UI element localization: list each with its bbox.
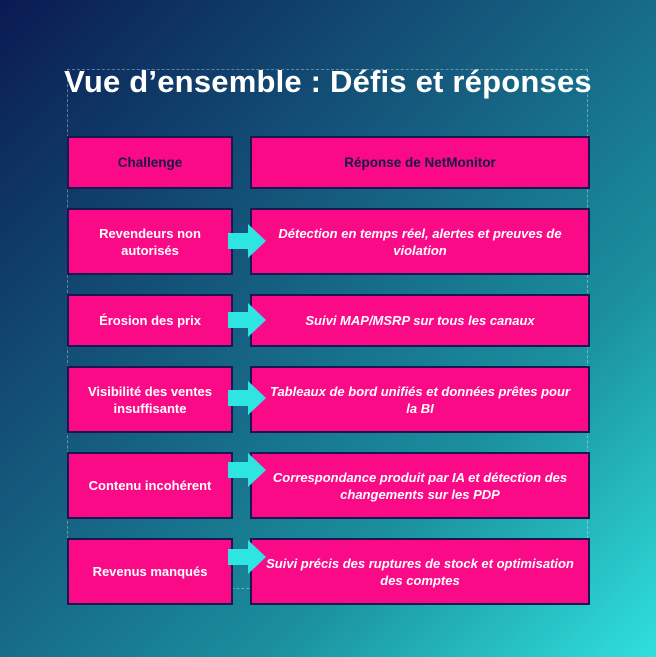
challenge-box-2: Érosion des prix (67, 294, 233, 347)
response-box-2: Suivi MAP/MSRP sur tous les canaux (250, 294, 590, 347)
header-response: Réponse de NetMonitor (250, 136, 590, 189)
header-challenge: Challenge (67, 136, 233, 189)
response-box-1: Détection en temps réel, alertes et preu… (250, 208, 590, 275)
arrow-right-icon (228, 381, 266, 415)
arrow-right-icon (228, 540, 266, 574)
arrow-right-icon (228, 303, 266, 337)
response-box-5: Suivi précis des ruptures de stock et op… (250, 538, 590, 605)
challenge-box-3: Visibilité des ventes insuffisante (67, 366, 233, 433)
arrow-right-icon (228, 224, 266, 258)
challenge-box-4: Contenu incohérent (67, 452, 233, 519)
response-box-4: Correspondance produit par IA et détecti… (250, 452, 590, 519)
response-box-3: Tableaux de bord unifiés et données prêt… (250, 366, 590, 433)
challenge-box-5: Revenus manqués (67, 538, 233, 605)
slide-title: Vue d’ensemble : Défis et réponses (64, 64, 592, 99)
challenge-box-1: Revendeurs non autorisés (67, 208, 233, 275)
arrow-right-icon (228, 453, 266, 487)
